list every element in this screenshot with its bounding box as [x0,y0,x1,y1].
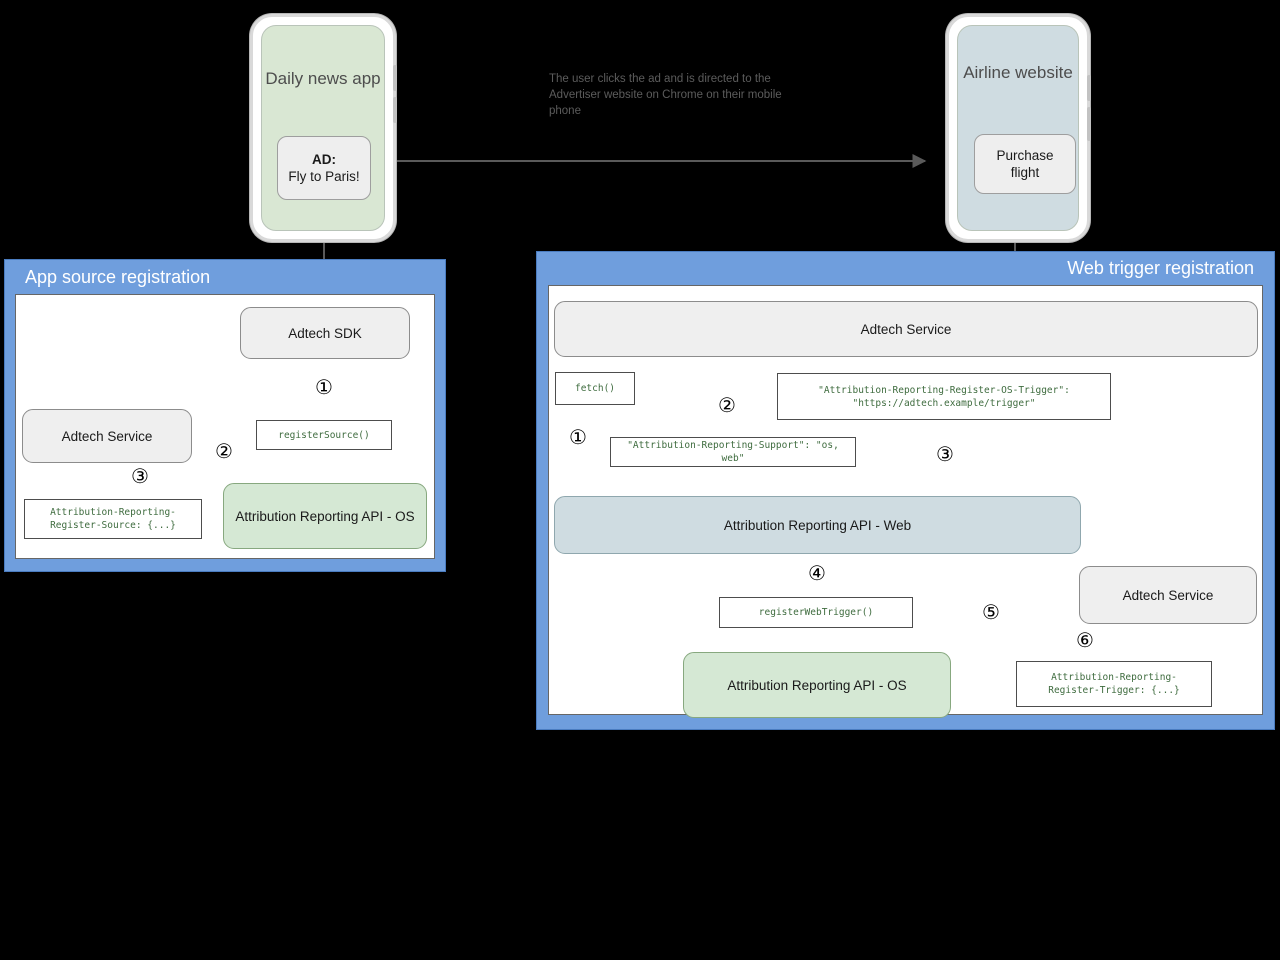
node-adtech-service-top-right[interactable]: Adtech Service [554,301,1258,357]
phone-title-right: Airline website [963,63,1073,82]
node-label: Attribution Reporting API - OS [235,508,415,524]
panel-title-web-trigger: Web trigger registration [1067,258,1254,278]
node-adtech-sdk[interactable]: Adtech SDK [240,307,410,359]
node-adtech-service-bottom-right[interactable]: Adtech Service [1079,566,1257,624]
node-ar-api-os-right[interactable]: Attribution Reporting API - OS [683,652,951,718]
purchase-label-line2: flight [1010,165,1040,180]
node-label: Adtech SDK [288,325,362,341]
step-marker-2-right: ② [718,393,736,417]
codebox-text: registerWebTrigger() [758,607,874,618]
ad-label: AD: [312,152,336,167]
codebox-os-trigger-header: "Attribution-Reporting-Register-OS-Trigg… [777,373,1111,420]
step-marker-1-left: ① [315,375,333,399]
step-marker-3-right: ③ [936,442,954,466]
codebox-text-line1: "Attribution-Reporting-Register-OS-Trigg… [818,384,1070,396]
phone-screen: Airline website Purchase flight [957,25,1079,231]
phone-side-button-upper [393,65,397,91]
step-marker-3-left: ③ [131,464,149,488]
codebox-text: registerSource() [278,429,370,441]
codebox-text-line1: Attribution-Reporting- [1051,672,1177,683]
step-marker-6-right: ⑥ [1076,628,1094,652]
codebox-text: "Attribution-Reporting-Support": "os, we… [627,440,839,464]
phone-daily-news: Daily news app AD: Fly to Paris! [250,14,397,242]
node-ar-api-web[interactable]: Attribution Reporting API - Web [554,496,1081,554]
codebox-text: fetch() [574,383,616,394]
codebox-fetch: fetch() [555,372,635,405]
purchase-flight-card[interactable]: Purchase flight [974,134,1076,194]
phone-side-button-upper [1087,75,1091,101]
phone-side-button-lower [1087,107,1091,141]
node-label: Adtech Service [61,428,153,444]
step-marker-5-right: ⑤ [982,600,1000,624]
step-marker-1-right: ① [569,425,587,449]
codebox-text: Attribution-Reporting-Register-Source: {… [50,507,176,531]
node-label: Attribution Reporting API - OS [727,677,907,693]
codebox-register-source: registerSource() [256,420,392,450]
node-label: Adtech Service [1122,587,1214,603]
node-label: Attribution Reporting API - Web [723,517,912,533]
purchase-label-line1: Purchase [996,148,1054,163]
codebox-text-line2: Register-Trigger: {...} [1048,685,1180,696]
phone-title-left: Daily news app [265,69,381,88]
panel-title-app-source: App source registration [25,267,211,287]
ad-text: Fly to Paris! [288,169,360,184]
phone-screen: Daily news app AD: Fly to Paris! [261,25,385,231]
node-adtech-service-left[interactable]: Adtech Service [22,409,192,463]
step-marker-2-left: ② [215,439,233,463]
codebox-register-web-trigger: registerWebTrigger() [719,597,913,628]
codebox-text-line2: "https://adtech.example/trigger" [852,397,1036,409]
node-label: Adtech Service [860,321,952,337]
phone-airline-website: Airline website Purchase flight [946,14,1091,242]
ad-card[interactable]: AD: Fly to Paris! [277,136,371,200]
step-marker-4-right: ④ [808,561,826,585]
codebox-support-header: "Attribution-Reporting-Support": "os, we… [610,437,856,467]
node-ar-api-os-left[interactable]: Attribution Reporting API - OS [223,483,427,549]
codebox-register-source-header: Attribution-Reporting-Register-Source: {… [24,499,202,539]
annotation-user-clicks-ad: The user clicks the ad and is directed t… [549,73,782,117]
phone-side-button-lower [393,97,397,123]
codebox-register-trigger-header: Attribution-Reporting- Register-Trigger:… [1016,661,1212,707]
